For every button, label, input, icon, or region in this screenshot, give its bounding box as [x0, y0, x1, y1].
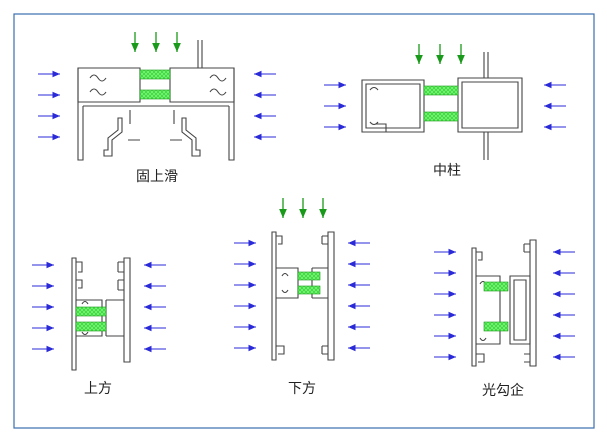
- profile-outline: [471, 239, 537, 367]
- green-arrows: [415, 44, 465, 64]
- thermal-break-top: [483, 281, 509, 292]
- thermal-break-bottom: [297, 285, 321, 295]
- label-smooth-hook: 光勾企: [482, 383, 524, 399]
- profile-outline: [271, 231, 335, 361]
- thermal-break-bottom: [139, 89, 171, 100]
- blue-arrows-left: [32, 261, 54, 353]
- blue-arrows-left: [324, 81, 346, 131]
- profile-outline: [361, 52, 523, 160]
- green-arrows: [279, 198, 327, 218]
- thermal-break-bottom: [75, 321, 107, 332]
- section-fixed-top-slide: [38, 32, 276, 161]
- section-smooth-hook: [434, 239, 575, 367]
- label-top-side: 上方: [84, 381, 112, 397]
- thermal-break-top: [75, 306, 107, 317]
- blue-arrows-right: [553, 248, 575, 361]
- section-top-side: [32, 257, 166, 371]
- section-bottom-side: [234, 198, 370, 361]
- blue-arrows-right: [254, 70, 276, 141]
- thermal-break-bottom: [483, 321, 509, 332]
- profile-outline: [71, 257, 131, 371]
- label-fixed-top-slide: 固上滑: [136, 169, 178, 185]
- thermal-break-top: [423, 85, 459, 96]
- diagram-border: [13, 13, 595, 429]
- section-center-mullion: [324, 44, 566, 160]
- thermal-break-top: [139, 69, 171, 80]
- blue-arrows-right: [544, 81, 566, 131]
- profile-outline: [77, 40, 235, 161]
- label-bottom-side: 下方: [288, 381, 316, 397]
- label-center-mullion: 中柱: [433, 163, 461, 179]
- thermal-break-bottom: [423, 111, 459, 122]
- green-arrows: [131, 32, 181, 52]
- thermal-break-top: [297, 271, 321, 281]
- blue-arrows-left: [38, 70, 60, 141]
- blue-arrows-left: [434, 248, 456, 361]
- blue-arrows-right: [348, 239, 370, 352]
- blue-arrows-left: [234, 239, 256, 352]
- blue-arrows-right: [144, 261, 166, 353]
